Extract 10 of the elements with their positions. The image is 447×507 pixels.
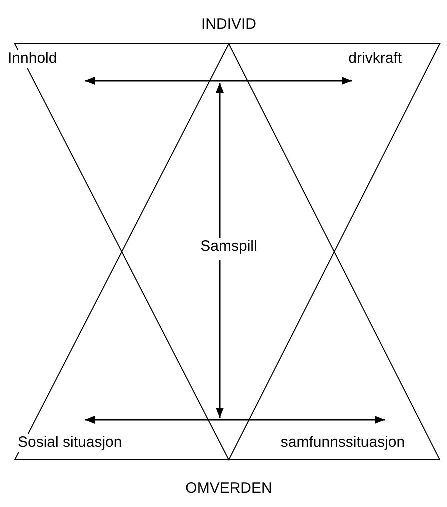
node-label: samfunnssituasjon <box>280 434 406 452</box>
double-arrow <box>85 77 352 85</box>
node-label: Innhold <box>8 50 58 68</box>
node-label: Sosial situasjon <box>18 434 122 452</box>
double-arrow <box>216 260 224 418</box>
node-label: Samspill <box>200 238 258 256</box>
heading-label: OMVERDEN <box>186 480 272 497</box>
heading-label: INDIVID <box>202 16 256 33</box>
double-arrow <box>216 83 224 238</box>
double-arrow <box>85 416 385 424</box>
